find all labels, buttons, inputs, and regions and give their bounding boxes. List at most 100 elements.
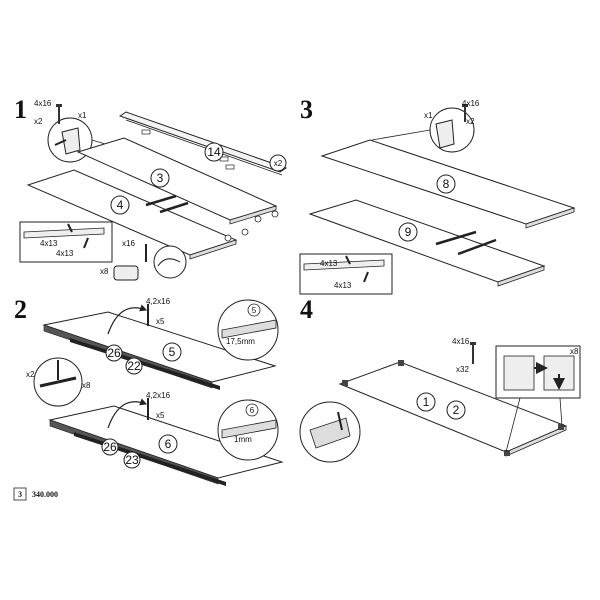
foot-callout-line-a <box>505 397 521 453</box>
step4-screw-spec: 4x16 <box>452 337 470 346</box>
strip-26-badge-a <box>105 344 123 362</box>
foot-detail-a <box>503 355 535 391</box>
slide-rail-icon <box>23 227 105 239</box>
panel-8-number: 8 <box>443 177 450 191</box>
step3-bracket-icon <box>435 119 455 149</box>
cam-qty: x8 <box>100 267 109 276</box>
hand-icon <box>157 258 181 267</box>
panel-9-badge <box>398 222 418 242</box>
step2-screw-qty-b: x5 <box>156 411 165 420</box>
step4-screw-qty: x32 <box>456 365 469 374</box>
rail-22-badge <box>125 357 143 375</box>
rail-qty: x2 <box>274 159 283 168</box>
panel-5-badge <box>162 342 182 362</box>
side-qty-b: x8 <box>82 381 91 390</box>
step4-screw-icon <box>470 342 476 364</box>
strip-26-number-a: 26 <box>107 346 121 360</box>
slide-screw-b-icon <box>83 237 89 249</box>
step3-slide-rail-icon <box>303 259 385 271</box>
step-4-number: 4 <box>300 295 313 324</box>
panel-4-badge <box>110 195 130 215</box>
step2-arrow-b <box>107 398 148 429</box>
rail-fasteners <box>141 129 235 170</box>
step-2-number: 2 <box>14 295 27 324</box>
panel-9-number: 9 <box>405 225 412 239</box>
rail-23-number: 23 <box>125 453 139 467</box>
page-number-box <box>13 487 27 501</box>
rail-part-badge <box>204 142 224 162</box>
foot-qty: x8 <box>570 347 579 356</box>
panel-2-number: 2 <box>453 403 460 417</box>
panel-4-edge <box>189 239 237 260</box>
step3-drawer-slides <box>435 230 497 256</box>
step3-screw-qty: x2 <box>466 117 475 126</box>
step3-screw-spec: 4x16 <box>462 99 480 108</box>
detail-5-badge <box>247 303 261 317</box>
step-3-number: 3 <box>300 95 313 124</box>
step3-slide-screw-a: 4x13 <box>320 259 338 268</box>
step3-bracket-qty: x1 <box>424 111 433 120</box>
step-4: 4 1 2 4x16 x32 x8 <box>299 295 581 463</box>
slide-screw-a-icon <box>67 223 73 233</box>
page-footer: 3 340.000 <box>13 487 58 501</box>
step-2: 2 5 26 22 4,2x16 x5 5 17,5mm x2 x8 6 <box>14 295 284 486</box>
side-detail-fastener-icon <box>39 376 77 388</box>
step2-screw-qty-a: x5 <box>156 317 165 326</box>
page-number: 3 <box>18 490 22 499</box>
panel-8-badge <box>436 174 456 194</box>
strip-26-badge-b <box>101 438 119 456</box>
step1-screw-qty: x2 <box>34 117 43 126</box>
detail-6-profile <box>221 419 277 439</box>
dowel-qty: x16 <box>122 239 135 248</box>
panel-6-badge <box>158 434 178 454</box>
detail-6-badge <box>245 403 259 417</box>
panel-4-number: 4 <box>117 198 124 212</box>
step3-slide-screw-a-icon <box>345 255 351 265</box>
drawer-slides <box>145 194 189 214</box>
step3-slide-screw-b-icon <box>363 271 369 283</box>
rail-part-14-edge <box>125 119 283 176</box>
rail-22-number: 22 <box>127 359 141 373</box>
panel-6-number: 6 <box>165 437 172 451</box>
step2-screw-spec-b: 4,2x16 <box>146 391 171 400</box>
step-3: 3 4x16 x1 x2 8 9 4x13 4x13 <box>299 95 576 295</box>
detail-5-profile <box>221 319 277 339</box>
panel-8-edge <box>525 207 575 229</box>
slide-screw-a-spec: 4x13 <box>40 239 58 248</box>
panel-2-badge <box>446 400 466 420</box>
foot-screw-icon <box>337 411 343 431</box>
step3-screw-icon <box>462 104 468 122</box>
panel-1-badge <box>416 392 436 412</box>
detail-5-dimension: 17,5mm <box>226 337 255 346</box>
detail-6-number: 6 <box>250 406 255 415</box>
panel-9-edge <box>497 265 545 287</box>
step2-arrow-a <box>107 304 148 335</box>
rail-part-14 <box>118 111 288 173</box>
foot-callout-line-b <box>559 397 563 427</box>
bracket-icon <box>61 127 81 155</box>
panel-3-edge <box>229 205 277 225</box>
dowel-detail-circle <box>153 245 187 279</box>
step2-screw-spec-a: 4,2x16 <box>146 297 171 306</box>
cam-lock-icon <box>113 265 139 281</box>
step3-callout-line <box>371 129 431 141</box>
product-code: 340.000 <box>32 490 58 499</box>
panel-5-number: 5 <box>169 345 176 359</box>
step-1: 1 4x16 x2 x1 14 x2 3 <box>14 95 288 281</box>
panel-3-badge <box>150 168 170 188</box>
step-1-number: 1 <box>14 95 27 124</box>
step1-edge-fasteners <box>224 210 279 242</box>
side-qty-a: x2 <box>26 370 35 379</box>
corner-feet <box>342 360 564 456</box>
step1-bracket-qty: x1 <box>78 111 87 120</box>
detail-6-dimension: 1mm <box>234 435 252 444</box>
panel-3-number: 3 <box>157 171 164 185</box>
step1-screw-in-bracket-icon <box>54 139 67 146</box>
panel-1-number: 1 <box>423 395 430 409</box>
strip-26-number-b: 26 <box>103 440 117 454</box>
detail-5-number: 5 <box>252 306 257 315</box>
slide-screw-b-spec: 4x13 <box>56 249 74 258</box>
step3-slide-screw-b: 4x13 <box>334 281 352 290</box>
rail-qty-badge <box>269 154 287 172</box>
